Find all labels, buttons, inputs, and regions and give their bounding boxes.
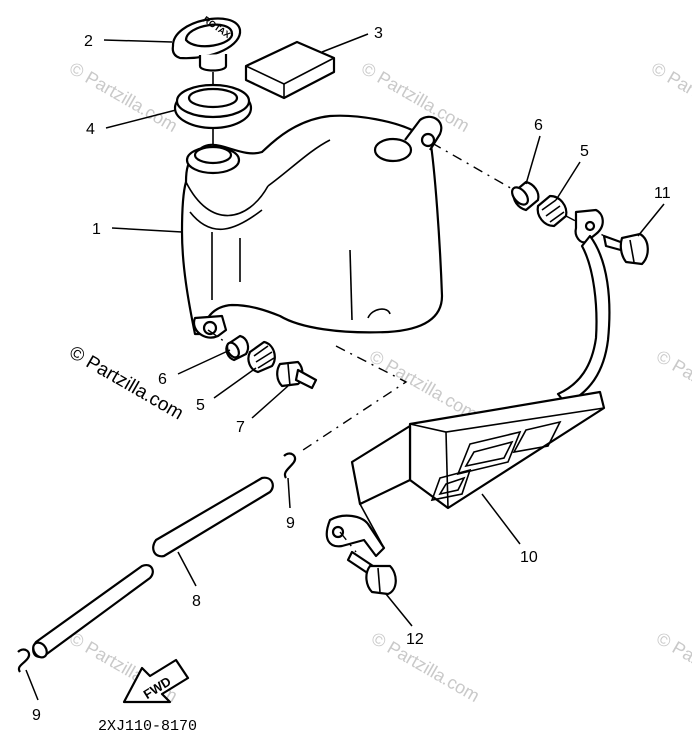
callout-9-upper: 9 [286, 515, 295, 532]
part-1-tank [180, 114, 444, 339]
part-4-grommet [173, 83, 253, 130]
leader-lines [25, 33, 665, 701]
leader-9-upper [287, 477, 291, 509]
lower-mount-axis [207, 329, 229, 345]
part-11-bolt [602, 232, 649, 266]
watermark-prominent: © Partzilla.com [66, 342, 187, 424]
part-8-hose [32, 476, 274, 659]
part-10-bracket [325, 208, 611, 558]
watermark-mid-center: © Partzilla.com [366, 346, 481, 424]
part-7-bolt [276, 360, 318, 390]
leader-10 [481, 493, 521, 545]
part-6-collar-upper [510, 180, 540, 212]
watermark-bottom-center: © Partzilla.com [368, 628, 483, 706]
figure-code: 2XJ110-8170 [98, 718, 197, 735]
callout-9-lower: 9 [32, 707, 41, 724]
leader-6-upper [525, 135, 541, 185]
upper-mount-axis [431, 142, 515, 191]
callouts: 1 2 3 4 6 5 11 6 5 7 9 8 10 12 9 [32, 25, 671, 724]
leader-7 [251, 385, 289, 419]
callout-8: 8 [192, 593, 201, 610]
callout-6-upper: 6 [534, 117, 543, 134]
callout-1: 1 [92, 221, 101, 238]
callout-10: 10 [520, 549, 538, 566]
watermark-mid-right: © Partzilla.com [653, 346, 692, 424]
watermark-top-left: © Partzilla.com [66, 58, 181, 136]
callout-4: 4 [86, 121, 95, 138]
part-5-damper-upper [536, 194, 568, 228]
lower-bracket-axis [339, 531, 357, 553]
part-3-pad [244, 40, 336, 100]
leader-11 [637, 203, 665, 237]
callout-11: 11 [654, 185, 671, 202]
callout-5-lower: 5 [196, 397, 205, 414]
leader-1 [111, 227, 183, 233]
leader-5-upper [555, 161, 581, 201]
leader-2 [103, 39, 173, 43]
leader-3 [321, 33, 369, 53]
leader-8 [177, 551, 197, 587]
callout-3: 3 [374, 25, 383, 42]
part-9-clip-lower [17, 648, 31, 673]
callout-5-upper: 5 [580, 143, 589, 160]
part-2-cap: ROTAX [171, 14, 242, 72]
watermark-top-right: © Partzilla.com [648, 58, 692, 136]
watermark-bottom-right: © Partzilla.com [653, 628, 692, 706]
leader-6-lower [177, 349, 231, 375]
leader-5-lower [213, 367, 257, 399]
callout-7: 7 [236, 419, 245, 436]
callout-2: 2 [84, 33, 93, 50]
callout-6-lower: 6 [158, 371, 167, 388]
callout-12: 12 [406, 631, 424, 648]
hose-routing-line [299, 345, 408, 453]
part-9-clip-upper [283, 452, 297, 479]
part-6-collar-lower [225, 334, 250, 362]
leader-4 [105, 109, 177, 129]
part-12-bolt [346, 550, 397, 596]
leader-9-lower [25, 669, 39, 701]
leader-12 [385, 593, 413, 627]
part-5-damper-lower [247, 340, 276, 374]
